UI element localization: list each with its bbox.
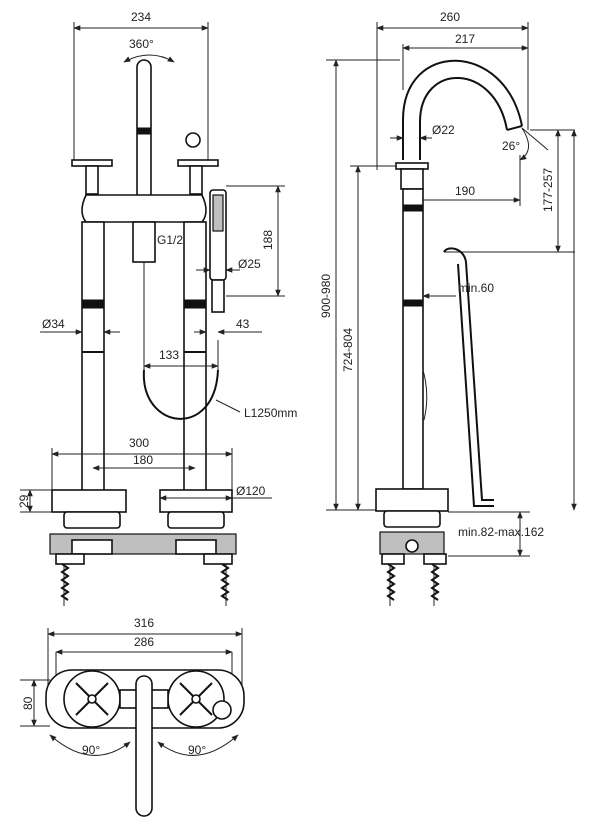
dim-rotation: 360°	[129, 37, 154, 51]
dim-base-height: 29	[17, 494, 31, 508]
dim-holder-offset: 43	[236, 317, 250, 331]
dim-width-inner: 286	[134, 635, 154, 649]
dim-leg-spacing: 180	[133, 453, 153, 467]
dim-leg-dia: Ø34	[42, 317, 65, 331]
dim-base-dia: Ø120	[236, 484, 266, 498]
dim-handle-height: 724-804	[341, 328, 355, 372]
dim-handle-reach: 190	[455, 184, 475, 198]
dim-hand-shower-dia: Ø25	[238, 257, 261, 271]
dim-angle-right: 90°	[188, 743, 206, 757]
dim-spout-dia: Ø22	[432, 123, 455, 137]
dim-shower-height: 188	[261, 230, 275, 250]
front-view: 234 360° G1/2 188 Ø25	[17, 10, 297, 606]
side-view: 260 217 Ø22 26° 190 177-257 900	[319, 10, 577, 606]
dim-width-total: 260	[440, 10, 460, 24]
dim-pipe-clearance: min.60	[458, 281, 494, 295]
dim-thread: G1/2	[157, 233, 183, 247]
dim-spout-reach: 217	[455, 32, 475, 46]
dim-spout-angle: 26°	[502, 139, 520, 153]
dim-spout-height: 177-257	[541, 168, 555, 212]
dim-hose-gap: 133	[159, 348, 179, 362]
dim-width-top: 234	[131, 10, 151, 24]
dim-depth: 80	[21, 696, 35, 710]
dim-hose-length: L1250mm	[244, 406, 297, 420]
top-view: 316 286 80 90° 90°	[20, 616, 245, 817]
dim-total-height: 900-980	[319, 274, 333, 318]
dim-width-outer: 316	[134, 616, 154, 630]
dim-angle-left: 90°	[82, 743, 100, 757]
dim-base-width: 300	[129, 436, 149, 450]
dim-floor-depth: min.82-max.162	[458, 525, 544, 539]
